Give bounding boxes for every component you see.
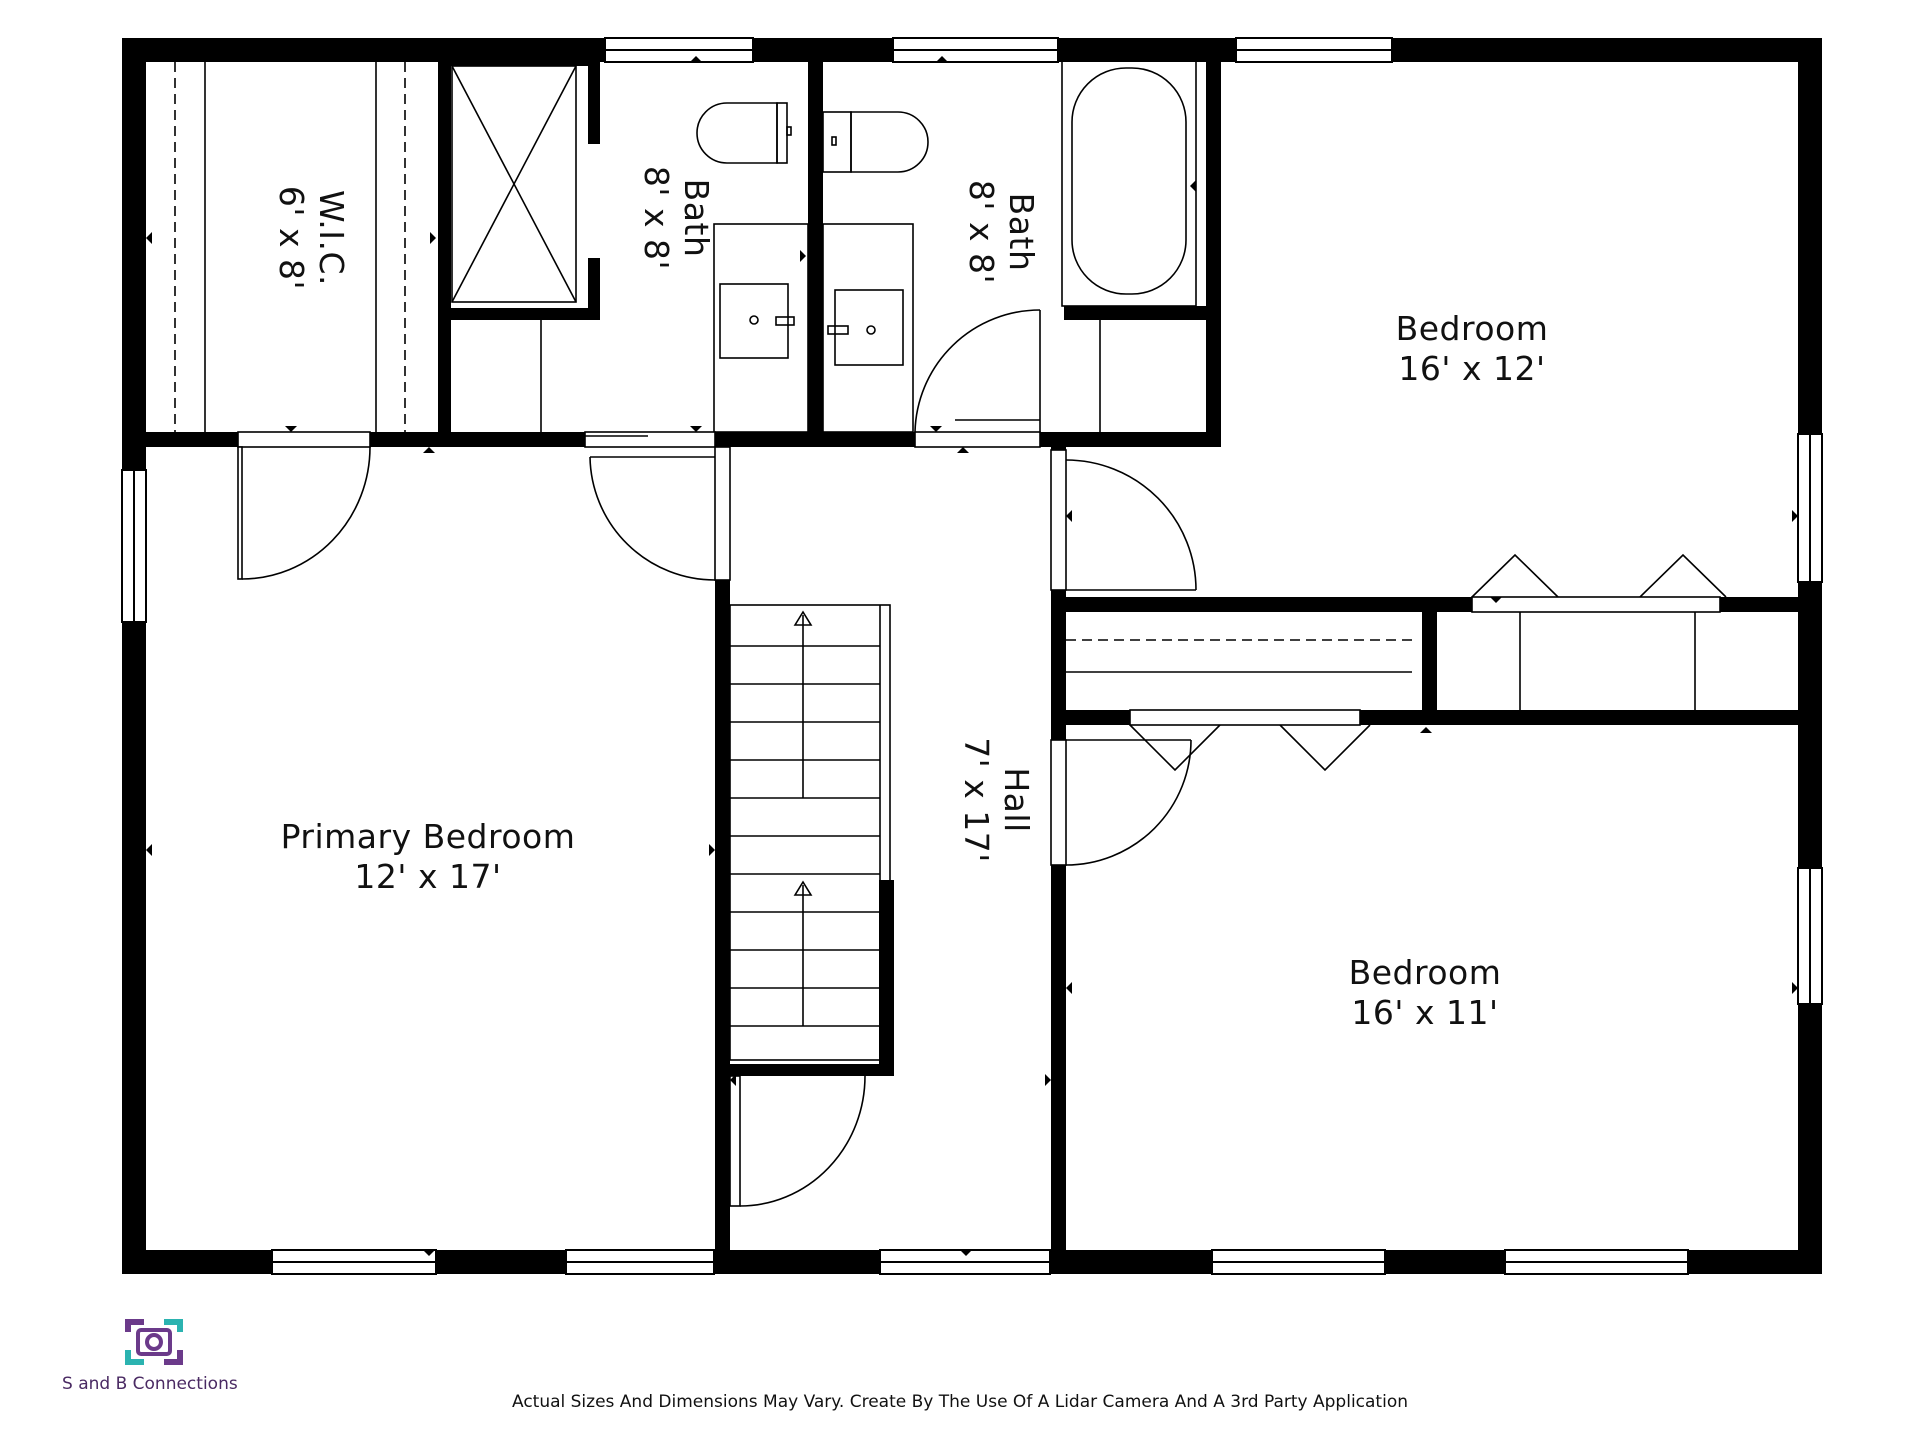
room-name: Hall <box>997 767 1036 832</box>
room-label-bath-left: Bath 8' x 8' <box>637 166 716 270</box>
camera-icon <box>125 1319 183 1365</box>
room-label-bedroom-2: Bedroom 16' x 11' <box>1349 953 1502 1032</box>
room-name: W.I.C. <box>312 190 351 286</box>
room-dimensions: 8' x 8' <box>637 166 676 270</box>
windows <box>121 37 1823 1275</box>
room-label-bath-right: Bath 8' x 8' <box>962 180 1041 284</box>
room-label-primary-bedroom: Primary Bedroom 12' x 17' <box>281 817 576 896</box>
room-label-wic: W.I.C. 6' x 8' <box>272 186 351 290</box>
fixtures <box>174 59 1696 1061</box>
room-name: Bedroom <box>1396 309 1549 348</box>
room-dimensions: 12' x 17' <box>354 857 501 896</box>
room-name: Bath <box>1002 193 1041 272</box>
room-dimensions: 16' x 12' <box>1398 349 1545 388</box>
room-dimensions: 16' x 11' <box>1351 993 1498 1032</box>
wall-markers <box>146 56 1798 1256</box>
room-name: Bath <box>677 179 716 258</box>
room-dimensions: 6' x 8' <box>272 186 311 290</box>
company-logo: S and B Connections <box>62 1318 262 1394</box>
room-dimensions: 7' x 17' <box>957 737 996 863</box>
disclaimer-text: Actual Sizes And Dimensions May Vary. Cr… <box>511 1392 1408 1412</box>
interior-walls <box>146 54 1798 1274</box>
room-label-hall: Hall 7' x 17' <box>957 737 1036 863</box>
room-label-bedroom-1: Bedroom 16' x 12' <box>1396 309 1549 388</box>
doors <box>237 309 1727 1207</box>
room-name: Bedroom <box>1349 953 1502 992</box>
company-name: S and B Connections <box>62 1374 238 1394</box>
room-dimensions: 8' x 8' <box>962 180 1001 284</box>
room-name: Primary Bedroom <box>281 817 576 856</box>
